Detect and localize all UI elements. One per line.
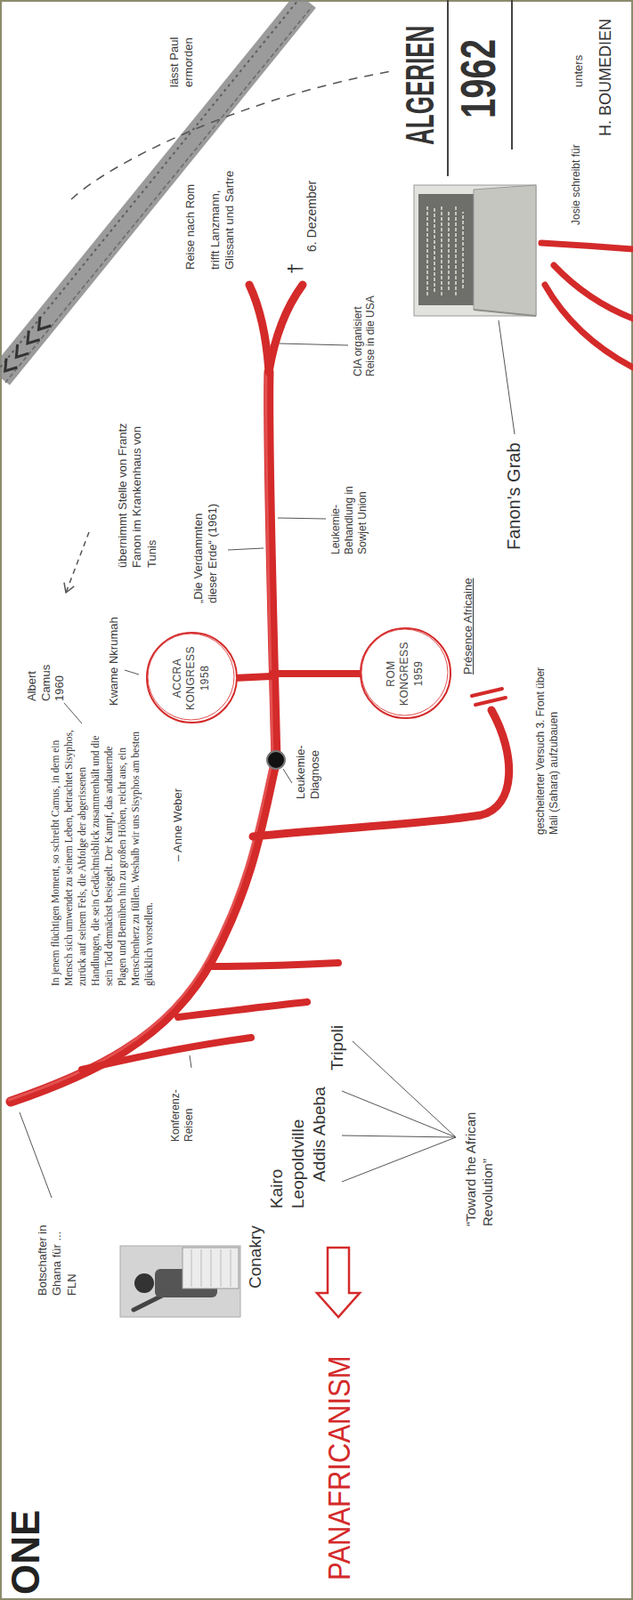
leader-line [227,548,264,551]
tree-branch [81,1038,252,1071]
note: Josie schreibt für [569,140,583,226]
podium [182,1248,239,1290]
person-name: Kwame Nkrumah [106,616,122,707]
leader-lines [19,320,515,1199]
outline-arrow [316,1248,360,1318]
leader-line [498,320,515,435]
note: Albert Camus 1960 [24,648,67,702]
leader-fan [341,1041,456,1183]
date: 6. Dezember [304,180,320,252]
section-title: PANAFRICANISM [322,1355,358,1582]
road-texture [0,0,299,373]
book-title: “Toward the African Revolution” [462,1057,497,1227]
arrow-head [64,583,74,593]
death-cross: † [284,263,307,275]
head [134,1274,155,1294]
tree-branch [268,284,303,373]
note: übernimmt Stelle von Frantz Fanon im Kra… [115,412,160,569]
note: Botschafter in Ghana für ... FLN [35,1207,80,1297]
person-name: H. BOUMEDIEN [596,18,616,137]
note: Leukemie-Behandlung in Sowjet Union [329,465,370,555]
year-title: 1962 [450,39,506,119]
circle-label: ACCRA KONGRESS 1958 [170,642,213,715]
red-tree [8,243,633,1103]
tree-branch [178,1002,308,1018]
leader-line [277,518,326,520]
city-name: Addis Abeba [309,1087,330,1183]
tree-trunk [10,372,276,1103]
leader-line [64,703,82,724]
title-fragment: ONE [3,1510,49,1596]
note: lässt Paul ermorden [167,7,195,88]
tree-branch [544,284,633,368]
grave-base [473,185,536,317]
road-chevron [16,344,29,358]
grave-inscription [427,204,463,296]
tree-branch [208,963,339,967]
title-underline [447,0,512,177]
quote-text: In jenem flüchtigen Moment, so schreibt … [48,719,156,987]
branch-end-bars [471,689,506,706]
trunk-texture [8,372,273,1101]
city-name: Conakry [245,1225,266,1290]
circle-text-box: ACCRA KONGRESS 1958 [170,642,213,715]
leader-line [283,769,293,784]
note: Konferenz-Reisen [169,1071,196,1143]
road-chevron [27,331,41,344]
podium-photo [120,1246,241,1318]
leader-line [279,343,349,346]
note: Reise nach Rom [183,184,198,270]
journal-name: Présence Africaine [461,578,476,675]
circle-label: ROM KONGRESS 1959 [384,638,427,710]
leader-line [124,670,139,675]
city-name: Tripoli [327,1025,348,1072]
book-title: „Die Verdammten dieser Erde“ (1961) [191,478,221,604]
dashed-arrow [65,532,90,593]
road-chevron [39,316,52,330]
note: CIA organisiert Reise in die USA [351,287,378,377]
photo-caption: Fanon's Grab [503,442,525,551]
leader-line [19,1112,52,1199]
note: gescheiterter Versuch 3. Front über Mali… [534,657,561,836]
grave-photo [413,185,536,317]
photo-ground [120,1246,241,1318]
grave-shadow [473,309,536,317]
circle-stem [272,670,366,678]
note: trifft Lanzmann, Glissant und Sartre [208,158,238,270]
place-title: ALGERIEN [398,25,443,146]
tree-branch [541,243,633,250]
quote-author: – Anne Weber [170,788,186,862]
pencil-road [0,0,307,378]
circle-ring [360,629,451,720]
circle-ring [146,633,237,724]
note: Leukemie-Diagnose [293,719,322,800]
city-name: Kairo [267,1169,287,1210]
circle-ring-sketch [361,630,448,717]
road-chevron [5,358,18,372]
congress-circle: ACCRA KONGRESS 1958 [144,631,240,727]
city-name: Leopoldville [288,1119,309,1210]
raised-arm [133,1296,163,1311]
road-texture [5,7,312,383]
circle-text-box: ROM KONGRESS 1959 [384,638,427,710]
circle-stem [233,676,271,679]
podium-stripes [191,1249,231,1288]
leader-line [189,1055,192,1069]
photo-ground [413,185,536,317]
circle-ring-sketch [147,634,235,722]
congress-circle: ROM KONGRESS 1959 [357,626,454,723]
diagnosis-dot [267,751,285,770]
grave-slab [418,194,474,306]
tree-branch [252,710,510,837]
note-fragment: unters [571,55,586,88]
tree-branch [249,284,269,373]
